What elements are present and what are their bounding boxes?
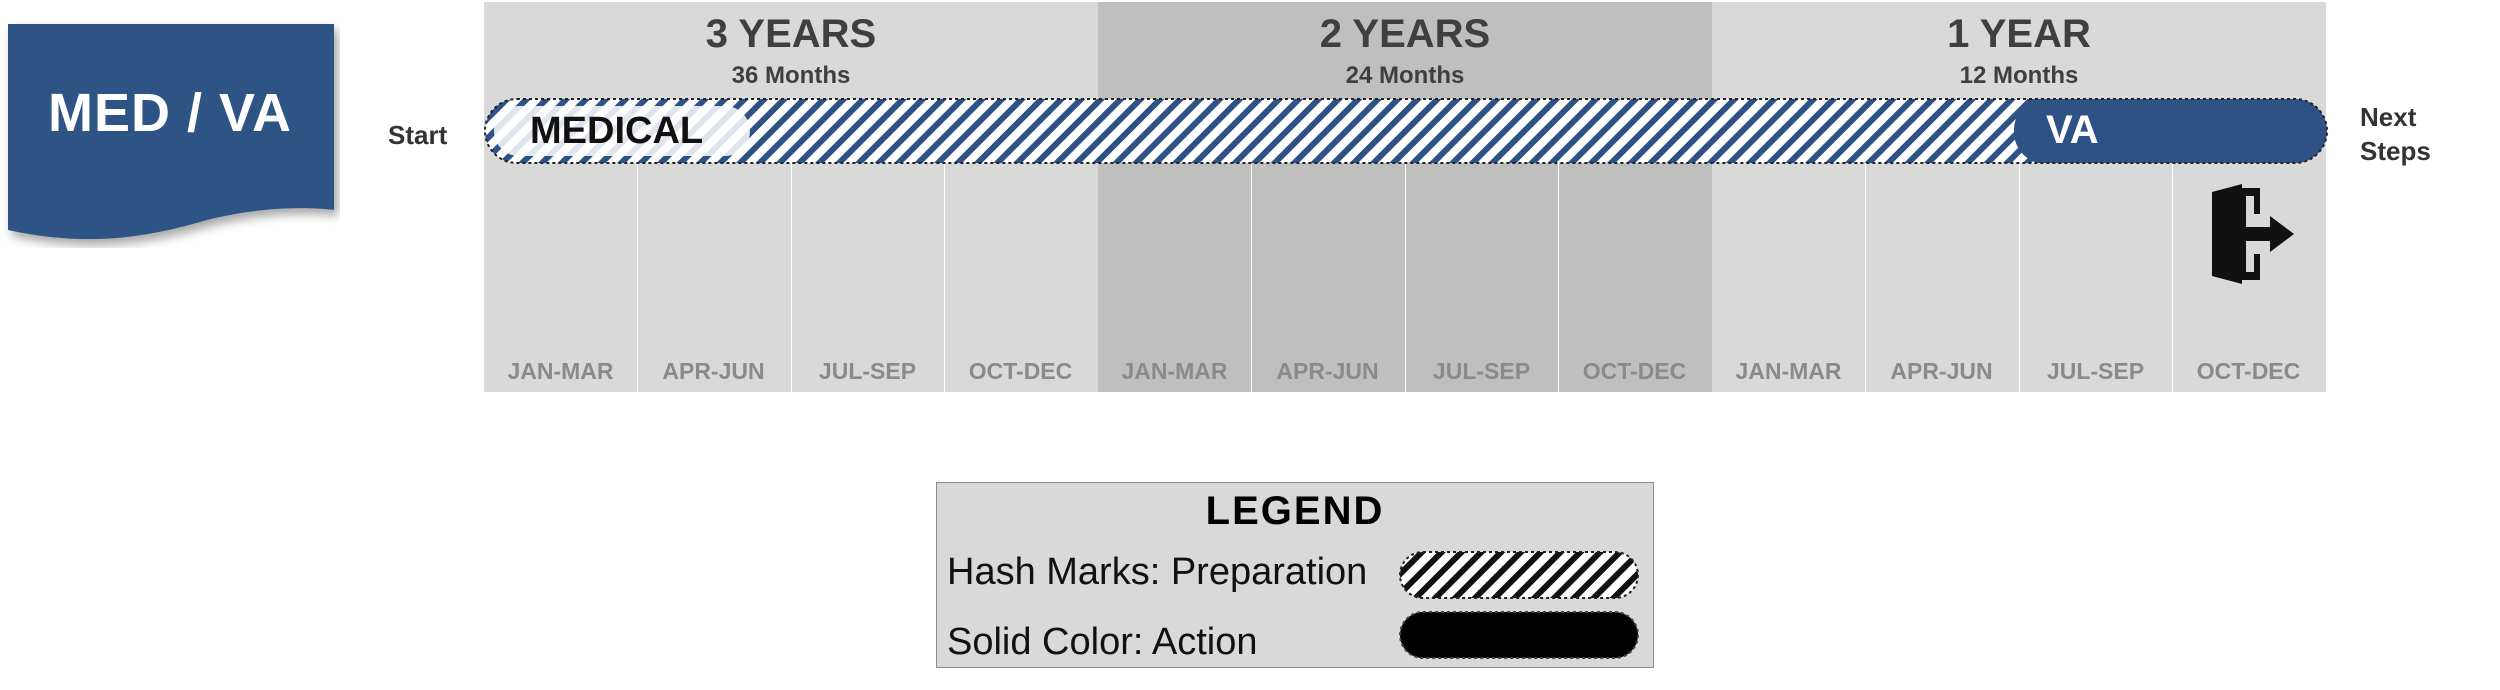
quarter-label: JAN-MAR: [1121, 358, 1228, 384]
quarter-label: APR-JUN: [1890, 358, 1993, 384]
quarter-label: OCT-DEC: [968, 358, 1073, 384]
quarter-divider: [2172, 162, 2173, 392]
period-sub-3-years: 36 Months: [731, 62, 851, 89]
medical-label-backdrop: [494, 106, 750, 156]
legend: LEGEND Hash Marks: Preparation Solid Col…: [936, 482, 1654, 668]
quarter-label: APR-JUN: [662, 358, 765, 384]
quarter-label: JAN-MAR: [507, 358, 614, 384]
quarter-divider: [1251, 162, 1252, 392]
va-label: VA: [2046, 108, 2099, 152]
quarter-label: JUL-SEP: [2046, 358, 2145, 384]
action-segment: [2014, 99, 2327, 163]
quarter-divider: [1405, 162, 1406, 392]
quarter-divider: [2019, 162, 2020, 392]
quarter-label: OCT-DEC: [1582, 358, 1687, 384]
quarter-divider: [791, 162, 792, 392]
quarter-label: JUL-SEP: [1432, 358, 1531, 384]
quarter-divider: [1865, 162, 1866, 392]
period-sub-1-year: 12 Months: [1959, 62, 2079, 89]
period-sub-2-years: 24 Months: [1345, 62, 1465, 89]
quarter-label: JUL-SEP: [818, 358, 917, 384]
quarter-divider: [944, 162, 945, 392]
quarter-label: APR-JUN: [1276, 358, 1379, 384]
start-label: Start: [388, 120, 448, 150]
legend-hash-swatch: [1399, 551, 1639, 599]
period-heading-2-years: 2 YEARS: [1319, 12, 1491, 56]
quarter-label: OCT-DEC: [2196, 358, 2301, 384]
legend-solid-swatch: [1399, 611, 1639, 659]
timeline-grid: 3 YEARS 36 Months 2 YEARS 24 Months 1 YE…: [484, 2, 2326, 392]
exit-door-icon: [2212, 184, 2294, 284]
quarter-divider: [637, 162, 638, 392]
track-bar: MEDICAL VA: [484, 98, 2328, 164]
quarter-label: JAN-MAR: [1735, 358, 1842, 384]
quarter-divider: [1558, 162, 1559, 392]
title-banner: [8, 24, 334, 240]
legend-hash-label: Hash Marks: Preparation: [947, 551, 1368, 593]
medical-label: MEDICAL: [530, 110, 704, 152]
page-title: MED / VA: [47, 83, 292, 143]
next-steps-label: Next Steps: [2360, 100, 2431, 168]
track-bar-shape: [484, 98, 2328, 164]
next-steps-label-line2: Steps: [2360, 136, 2431, 166]
legend-solid-label: Solid Color: Action: [947, 621, 1258, 663]
period-heading-1-year: 1 YEAR: [1947, 12, 2091, 56]
next-steps-label-line1: Next: [2360, 102, 2417, 132]
legend-title: LEGEND: [1205, 489, 1385, 533]
period-heading-3-years: 3 YEARS: [705, 12, 877, 56]
